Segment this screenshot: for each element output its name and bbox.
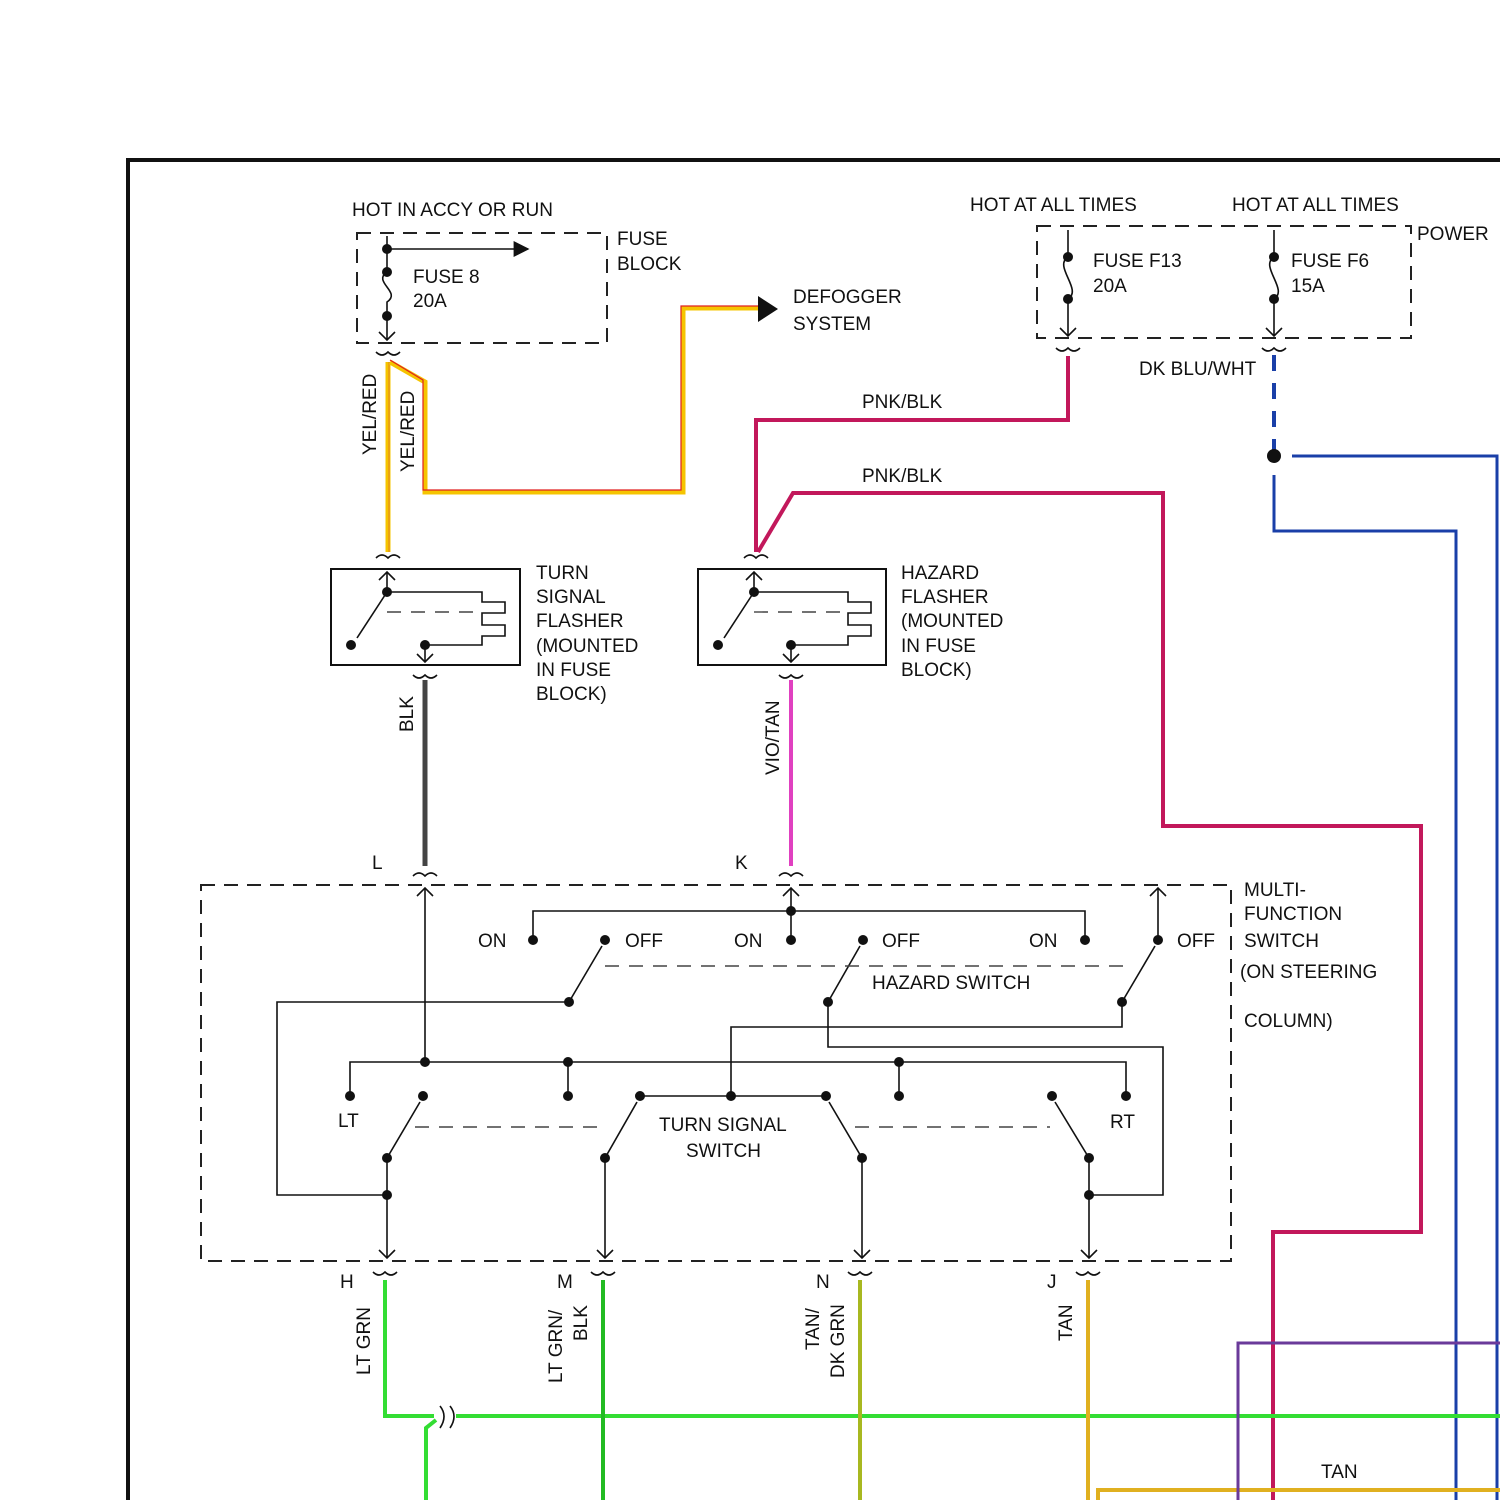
label-multi-function-2: FUNCTION — [1244, 904, 1342, 925]
label-hazard-flasher-4: IN FUSE — [901, 636, 976, 657]
wire-lt-grn — [385, 1280, 434, 1416]
fuse-f13-symbol — [1060, 230, 1076, 336]
diagram-frame — [128, 160, 1500, 1500]
wire-label-vio-tan: VIO/TAN — [763, 700, 784, 775]
connector-h — [373, 1272, 397, 1275]
label-defogger-1: DEFOGGER — [793, 287, 902, 308]
wire-yel-red-defogger — [390, 306, 758, 492]
wire-label-pnk-blk-2: PNK/BLK — [862, 466, 943, 487]
wire-label-tan-dk-grn-2: DK GRN — [828, 1304, 849, 1378]
label-fuse-block-1: FUSE — [617, 229, 668, 250]
connector-label-m: M — [557, 1272, 573, 1293]
label-fuse-f13-name: FUSE F13 — [1093, 251, 1182, 272]
label-turn-signal-switch-1: TURN SIGNAL — [659, 1115, 787, 1136]
label-multi-function-1: MULTI- — [1244, 880, 1306, 901]
label-fuse-block-2: BLOCK — [617, 254, 682, 275]
connector-j — [1076, 1272, 1100, 1275]
label-fuse-f13-rating: 20A — [1093, 276, 1127, 297]
label-fuse8-name: FUSE 8 — [413, 267, 480, 288]
defogger-arrow-icon — [758, 296, 778, 322]
label-turn-flasher-3: FLASHER — [536, 611, 624, 632]
label-lt: LT — [338, 1111, 359, 1132]
label-hazard-flasher-3: (MOUNTED — [901, 611, 1003, 632]
wire-label-tan: TAN — [1056, 1304, 1077, 1341]
label-off-3: OFF — [1177, 931, 1215, 952]
connector-f6 — [1262, 348, 1286, 351]
wire-label-lt-grn-blk-1: LT GRN/ — [546, 1309, 567, 1383]
wire-label-tan-dk-grn-1: TAN/ — [803, 1307, 824, 1350]
label-multi-function-4: (ON STEERING — [1240, 962, 1377, 983]
label-on-3: ON — [1029, 931, 1058, 952]
label-defogger-2: SYSTEM — [793, 314, 871, 335]
label-turn-flasher-2: SIGNAL — [536, 587, 606, 608]
wire-label-dk-blu-wht: DK BLU/WHT — [1139, 359, 1257, 380]
turn-flasher-internal — [346, 572, 505, 662]
label-turn-signal-switch-2: SWITCH — [686, 1141, 761, 1162]
connector-label-l: L — [372, 853, 383, 874]
label-hot-all-times-1: HOT AT ALL TIMES — [970, 195, 1137, 216]
connector-turn-flasher-bottom — [413, 675, 437, 678]
connector-turn-flasher-top — [376, 555, 400, 558]
wire-purple — [1238, 1343, 1500, 1500]
wire-tan-bottom — [1098, 1490, 1500, 1500]
label-rt: RT — [1110, 1112, 1135, 1133]
label-off-2: OFF — [882, 931, 920, 952]
multi-function-switch-box — [201, 885, 1231, 1261]
label-multi-function-5: COLUMN) — [1244, 1011, 1333, 1032]
label-hot-accy-run: HOT IN ACCY OR RUN — [352, 200, 553, 221]
inline-connector — [440, 1406, 454, 1428]
label-hazard-flasher-2: FLASHER — [901, 587, 989, 608]
connector-l — [413, 873, 437, 876]
wire-pnk-blk-hazard — [756, 356, 1068, 552]
label-turn-flasher-1: TURN — [536, 563, 589, 584]
connector-label-k: K — [735, 853, 748, 874]
wire-label-yel-red-2: YEL/RED — [398, 391, 419, 472]
label-hazard-switch: HAZARD SWITCH — [872, 973, 1030, 994]
label-multi-function-3: SWITCH — [1244, 931, 1319, 952]
connector-fuse8 — [376, 352, 400, 355]
wire-label-pnk-blk-1: PNK/BLK — [862, 392, 943, 413]
label-hot-all-times-2: HOT AT ALL TIMES — [1232, 195, 1399, 216]
fuse-f6-symbol — [1266, 230, 1282, 336]
label-hazard-flasher-1: HAZARD — [901, 563, 979, 584]
connector-hazard-flasher-bottom — [779, 675, 803, 678]
label-fuse-f6-rating: 15A — [1291, 276, 1325, 297]
hazard-flasher-internal — [713, 572, 871, 662]
label-hazard-flasher-5: BLOCK) — [901, 660, 972, 681]
wire-label-yel-red-1: YEL/RED — [360, 374, 381, 455]
connector-k — [779, 873, 803, 876]
label-on-2: ON — [734, 931, 763, 952]
connector-m — [591, 1272, 615, 1275]
label-on-1: ON — [478, 931, 507, 952]
connector-n — [848, 1272, 872, 1275]
wire-label-lt-grn: LT GRN — [354, 1307, 375, 1375]
label-turn-flasher-6: BLOCK) — [536, 684, 607, 705]
wire-lt-grn-down — [426, 1420, 436, 1500]
label-fuse-f6-name: FUSE F6 — [1291, 251, 1369, 272]
connector-label-n: N — [816, 1272, 830, 1293]
wire-label-lt-grn-blk-2: BLK — [571, 1305, 592, 1341]
label-turn-flasher-4: (MOUNTED — [536, 636, 638, 657]
wire-label-tan-bottom: TAN — [1321, 1462, 1358, 1483]
connector-hazard-flasher-top — [744, 555, 768, 558]
wire-yel-red-flasher — [388, 362, 389, 552]
label-turn-flasher-5: IN FUSE — [536, 660, 611, 681]
label-off-1: OFF — [625, 931, 663, 952]
connector-label-j: J — [1047, 1272, 1057, 1293]
splice-dot — [1267, 449, 1281, 463]
label-power: POWER — [1417, 224, 1489, 245]
label-fuse8-rating: 20A — [413, 291, 447, 312]
wire-dk-blu-branch-2 — [1274, 475, 1456, 1500]
hazard-flasher-box — [698, 569, 886, 665]
fuse-8-symbol — [379, 236, 528, 340]
connector-f13 — [1056, 348, 1080, 351]
wire-label-blk: BLK — [397, 696, 418, 732]
connector-label-h: H — [340, 1272, 354, 1293]
